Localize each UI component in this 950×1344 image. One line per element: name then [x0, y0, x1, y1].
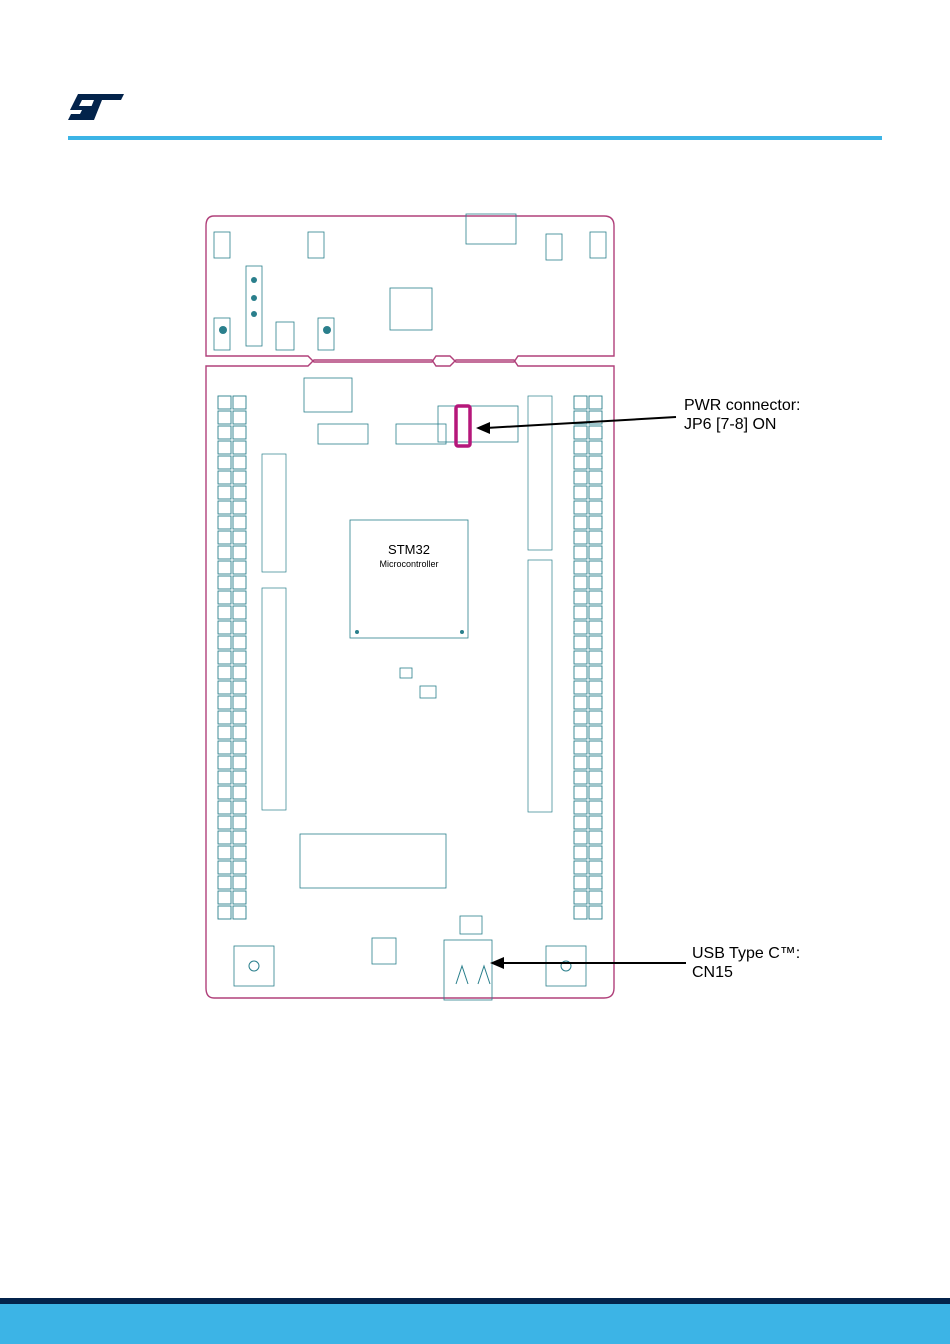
pwr-connector-callout: PWR connector: JP6 [7-8] ON	[684, 396, 800, 434]
board-diagram: STM32 Microcontroller	[200, 210, 620, 1002]
st-logo	[66, 92, 126, 122]
callout-line: PWR connector:	[684, 396, 800, 415]
usb-type-c-callout: USB Type C™: CN15	[692, 944, 800, 982]
callout-line: CN15	[692, 963, 800, 982]
left-pin-header	[218, 396, 246, 919]
jp6-highlight	[456, 406, 470, 446]
header-rule	[68, 136, 882, 140]
mcu-subtitle: Microcontroller	[379, 559, 438, 569]
inner-connectors	[262, 396, 552, 812]
mcu-name: STM32	[388, 542, 430, 557]
right-pin-header	[574, 396, 602, 919]
callout-line: JP6 [7-8] ON	[684, 415, 800, 434]
footer-bar	[0, 1304, 950, 1344]
callout-line: USB Type C™:	[692, 944, 800, 963]
